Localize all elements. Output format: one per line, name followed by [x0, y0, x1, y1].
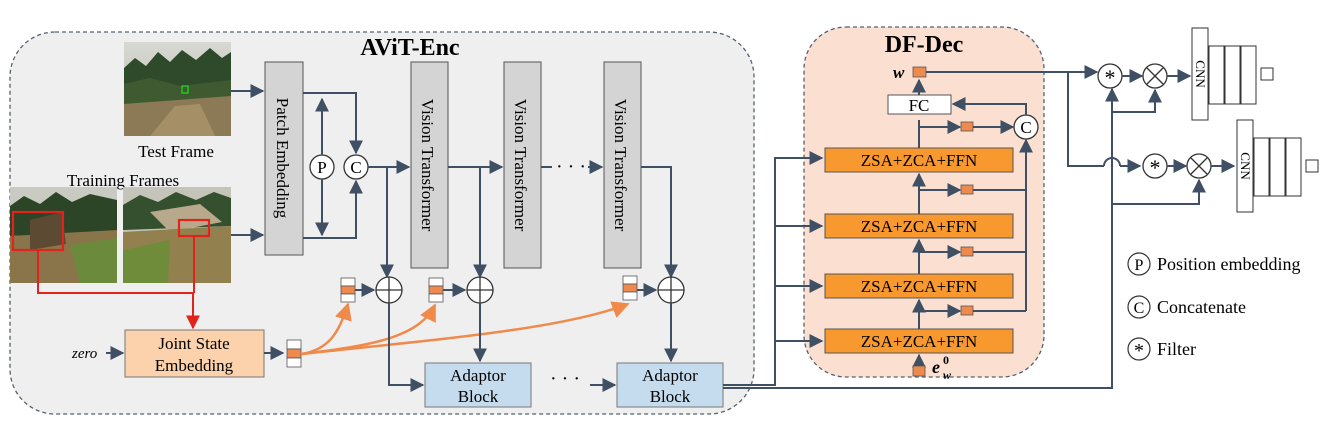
- joint-state-label-2: Embedding: [155, 356, 234, 375]
- adaptor-ellipsis: · · ·: [550, 368, 580, 390]
- vision-transformer-3-label: Vision Transformer: [611, 99, 630, 232]
- zsa-3-label: ZSA+ZCA+FFN: [861, 217, 977, 236]
- fc-label: FC: [909, 96, 930, 115]
- cnn-1-label: CNN: [1193, 60, 1208, 88]
- vision-transformer-1-label: Vision Transformer: [418, 99, 437, 232]
- ew0-token: [912, 365, 926, 377]
- legend-p-label: Position embedding: [1157, 254, 1301, 274]
- zsa-2-label: ZSA+ZCA+FFN: [861, 277, 977, 296]
- filter-node-2: *: [1142, 153, 1168, 180]
- svg-text:*: *: [1150, 155, 1161, 180]
- zsa-4-label: ZSA+ZCA+FFN: [861, 151, 977, 170]
- decoder-concatenate-symbol: C: [1020, 118, 1031, 137]
- zsa-block-1: [824, 328, 1014, 354]
- vision-transformer-3: [603, 61, 642, 269]
- w-label: w: [893, 63, 905, 82]
- joint-state-label-1: Joint State: [158, 334, 229, 353]
- concatenate-symbol: C: [350, 158, 361, 177]
- adaptor-2-label-1: Adaptor: [642, 366, 698, 385]
- add-node-2: [466, 276, 494, 304]
- filter-node-1: *: [1097, 63, 1123, 90]
- adaptor-2-label-2: Block: [650, 387, 691, 406]
- test-frame-label: Test Frame: [138, 142, 214, 161]
- training-frame-1-image: [10, 187, 117, 283]
- position-embedding-symbol: P: [317, 158, 326, 177]
- test-frame-image: [124, 42, 231, 136]
- decoder-title: DF-Dec: [885, 32, 964, 58]
- encoder-title: AViT-Enc: [360, 35, 460, 61]
- decoder-panel: [803, 26, 1045, 378]
- legend-p-symbol: P: [1135, 257, 1144, 274]
- zsa-block-3: [824, 213, 1014, 239]
- legend: P Position embedding C Concatenate * Fil…: [1127, 252, 1301, 362]
- token-stack-1: [340, 277, 356, 303]
- ew0-base: e: [932, 357, 940, 377]
- cnn-2-label: CNN: [1238, 152, 1253, 180]
- token-stack-2: [428, 277, 444, 303]
- multiply-node-1: [1142, 63, 1168, 89]
- cnn-stack-1: [1191, 27, 1274, 121]
- joint-state-embedding-block: [124, 329, 265, 378]
- patch-embedding-label: Patch Embedding: [273, 98, 292, 219]
- svg-text:*: *: [1105, 65, 1116, 90]
- dec-token-3: [960, 184, 974, 195]
- encoder-panel: [9, 31, 755, 415]
- zsa-1-label: ZSA+ZCA+FFN: [861, 332, 977, 351]
- vit-ellipsis: · · ·: [556, 156, 586, 178]
- patch-embedding-block: [264, 61, 304, 256]
- zero-input-label: zero: [71, 346, 98, 362]
- joint-state-token: [286, 339, 302, 368]
- legend-c-label: Concatenate: [1157, 297, 1246, 317]
- vision-transformer-1: [410, 61, 449, 269]
- ew0-sup: 0: [943, 353, 949, 367]
- dec-token-4: [960, 121, 974, 132]
- vision-transformer-2: [503, 61, 542, 269]
- legend-filter-symbol: *: [1134, 340, 1144, 362]
- token-stack-3: [622, 275, 638, 301]
- w-token: [912, 66, 927, 78]
- vision-transformer-2-label: Vision Transformer: [511, 99, 530, 232]
- legend-c-symbol: C: [1134, 300, 1145, 317]
- dec-token-2: [960, 246, 974, 257]
- cnn-stack-2: [1236, 119, 1319, 213]
- add-node-1: [375, 276, 403, 304]
- training-frame-2-image: [123, 187, 231, 283]
- zsa-block-2: [824, 273, 1014, 299]
- adaptor-1-label-1: Adaptor: [450, 366, 506, 385]
- training-frames-label: Training Frames: [67, 171, 179, 190]
- ew0-sub: w: [943, 368, 952, 382]
- add-node-3: [657, 276, 685, 304]
- adaptor-block-2: [616, 362, 724, 408]
- adaptor-1-label-2: Block: [458, 387, 499, 406]
- dec-token-1: [960, 305, 974, 316]
- adaptor-block-1: [424, 362, 532, 408]
- multiply-node-2: [1186, 153, 1212, 179]
- legend-filter-label: Filter: [1157, 339, 1196, 359]
